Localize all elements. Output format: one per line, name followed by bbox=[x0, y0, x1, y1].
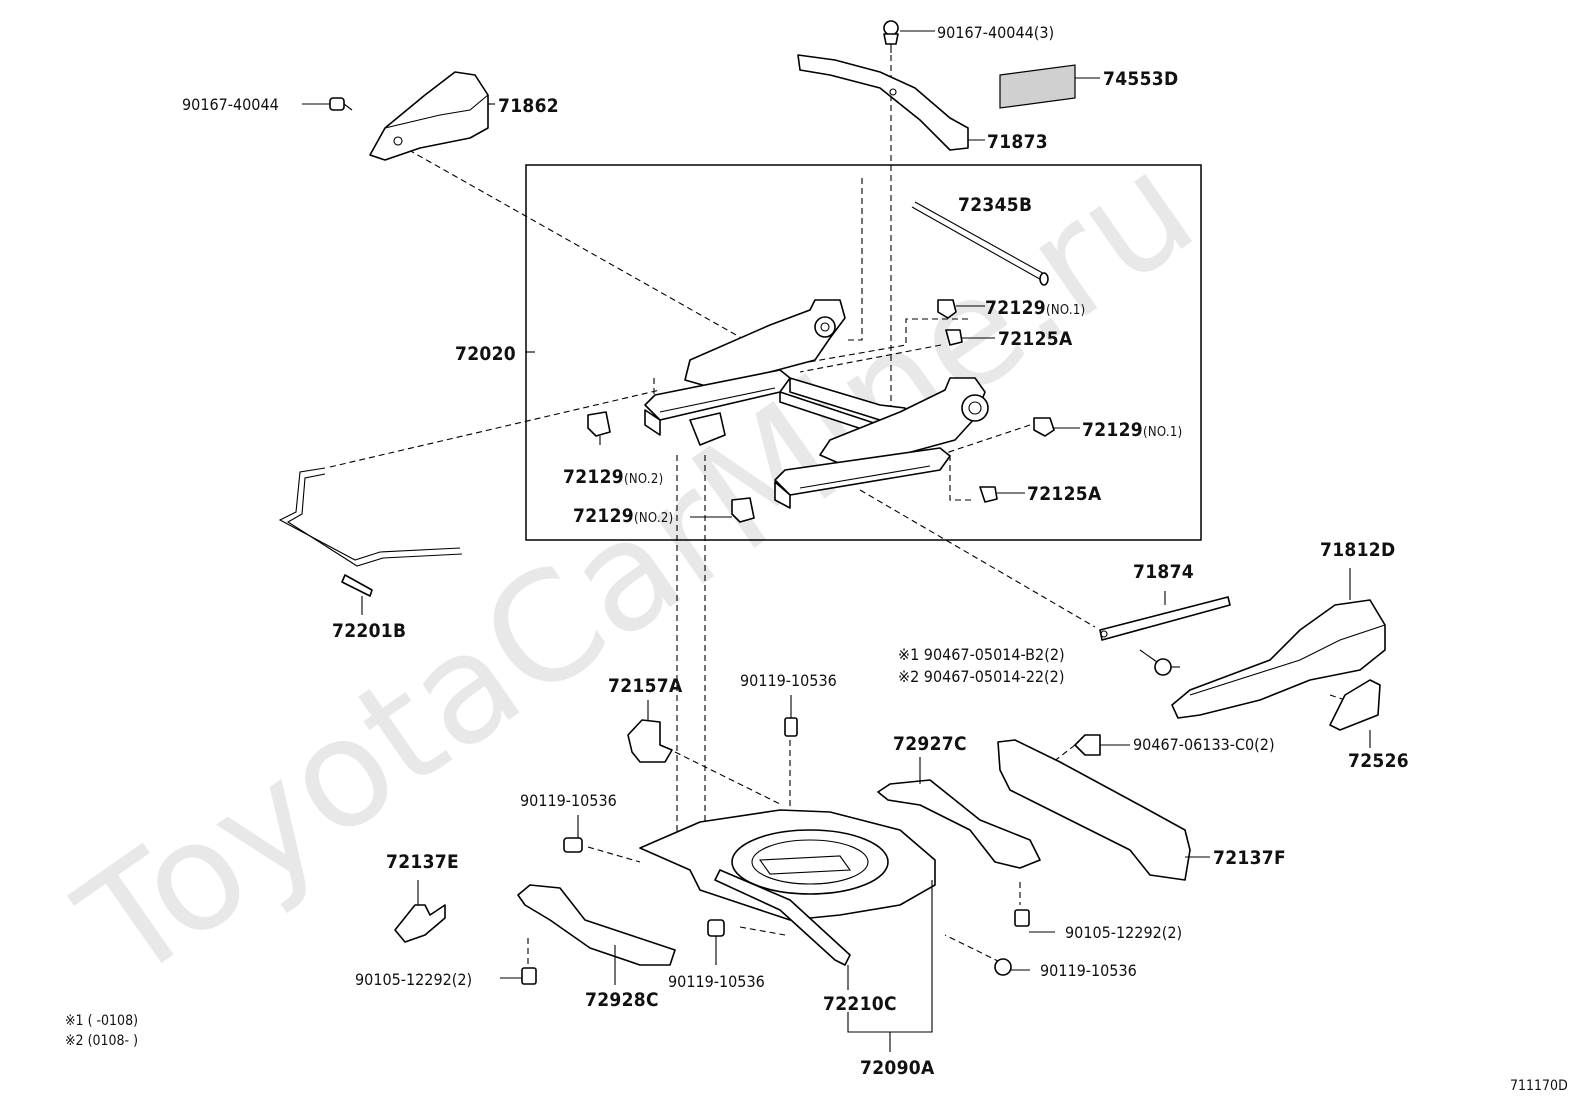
part-74553D-label[interactable] bbox=[999, 64, 1076, 109]
label-72210C[interactable]: 72210C bbox=[823, 993, 897, 1015]
bolt-90105-12292-left[interactable] bbox=[521, 967, 537, 985]
clip-72129-no1-lower[interactable] bbox=[1033, 417, 1055, 437]
part-72526-knob[interactable] bbox=[1329, 679, 1381, 731]
label-90467-05014-22[interactable]: ※2 90467-05014-22(2) bbox=[898, 667, 1064, 686]
part-71862-cover[interactable] bbox=[369, 71, 489, 161]
footnote-2: ※2(0108- ) bbox=[65, 1033, 138, 1049]
bolt-90119-10536-top[interactable] bbox=[784, 717, 798, 737]
label-74553D[interactable]: 74553D bbox=[1103, 68, 1178, 90]
label-72927C[interactable]: 72927C bbox=[893, 733, 967, 755]
bolt-90467-05014[interactable] bbox=[1139, 649, 1172, 676]
label-71873[interactable]: 71873 bbox=[987, 131, 1048, 153]
label-90105-12292-left[interactable]: 90105-12292(2) bbox=[355, 970, 472, 989]
screw-90467-06133[interactable] bbox=[1074, 734, 1101, 756]
label-72129-no2-lower[interactable]: 72129(NO.2) bbox=[573, 505, 673, 527]
part-72020-seat-adjuster[interactable] bbox=[644, 299, 989, 509]
label-90119-10536-lower[interactable]: 90119-10536 bbox=[668, 972, 765, 991]
label-72020[interactable]: 72020 bbox=[455, 343, 516, 365]
part-72928C-bar[interactable] bbox=[517, 884, 676, 966]
label-71862[interactable]: 71862 bbox=[498, 95, 559, 117]
clip-72129-no2-lower[interactable] bbox=[731, 497, 755, 523]
clip-72129-no1-upper[interactable] bbox=[937, 299, 957, 319]
bolt-90119-10536-left[interactable] bbox=[563, 837, 583, 853]
part-72927C-bracket[interactable] bbox=[877, 779, 1041, 869]
part-72137F-bracket[interactable] bbox=[997, 739, 1191, 881]
part-72157A-clip[interactable] bbox=[627, 719, 673, 763]
label-90119-10536-right[interactable]: 90119-10536 bbox=[1040, 961, 1137, 980]
label-72157A[interactable]: 72157A bbox=[608, 675, 683, 697]
part-71874-strap[interactable] bbox=[1099, 596, 1231, 641]
clip-72125A-lower[interactable] bbox=[979, 486, 998, 503]
label-72125A-upper[interactable]: 72125A bbox=[998, 328, 1073, 350]
assembly-lines bbox=[329, 55, 1376, 968]
label-90467-06133-C0[interactable]: 90467-06133-C0(2) bbox=[1133, 735, 1275, 754]
label-72526[interactable]: 72526 bbox=[1348, 750, 1409, 772]
footnote-1: ※1( -0108) bbox=[65, 1013, 138, 1029]
label-72129-no2-upper[interactable]: 72129(NO.2) bbox=[563, 466, 663, 488]
part-72137E-bracket[interactable] bbox=[394, 904, 446, 943]
label-72125A-lower[interactable]: 72125A bbox=[1027, 483, 1102, 505]
part-72345B-rod[interactable] bbox=[911, 201, 1049, 286]
label-90167-40044-3[interactable]: 90167-40044(3) bbox=[937, 23, 1054, 42]
label-71812D[interactable]: 71812D bbox=[1320, 539, 1395, 561]
label-90105-12292-right[interactable]: 90105-12292(2) bbox=[1065, 923, 1182, 942]
label-72201B[interactable]: 72201B bbox=[332, 620, 406, 642]
bolt-90119-10536-right[interactable] bbox=[994, 958, 1012, 976]
clip-72125A-upper[interactable] bbox=[945, 329, 963, 346]
label-71874[interactable]: 71874 bbox=[1133, 561, 1194, 583]
label-72345B[interactable]: 72345B bbox=[958, 194, 1032, 216]
diagram-code: 711170D bbox=[1510, 1078, 1568, 1094]
label-72090A[interactable]: 72090A bbox=[860, 1057, 935, 1079]
label-72137E[interactable]: 72137E bbox=[386, 851, 459, 873]
leader-lines bbox=[302, 30, 1371, 1052]
part-71873-cover[interactable] bbox=[797, 54, 969, 151]
label-72137F[interactable]: 72137F bbox=[1213, 847, 1286, 869]
part-71812D-cover[interactable] bbox=[1171, 599, 1386, 719]
label-90467-05014-B2[interactable]: ※1 90467-05014-B2(2) bbox=[898, 645, 1065, 664]
label-90167-40044[interactable]: 90167-40044 bbox=[182, 95, 279, 114]
label-90119-10536-left[interactable]: 90119-10536 bbox=[520, 791, 617, 810]
bolt-90119-10536-lower[interactable] bbox=[707, 919, 725, 937]
part-72210C-swivel-base[interactable] bbox=[639, 809, 936, 966]
watermark: ToyotaCarMine.ru bbox=[50, 120, 1224, 1015]
clip-72129-no2-upper[interactable] bbox=[587, 411, 611, 437]
part-labels: 71862 90167-40044 90167-40044(3) 74553D … bbox=[182, 23, 1409, 1079]
screw-90167-40044-3[interactable] bbox=[883, 20, 899, 53]
footnotes: ※1( -0108) ※2(0108- ) bbox=[65, 1013, 138, 1049]
part-72201B-handle[interactable] bbox=[278, 467, 463, 597]
screw-90167-40044[interactable] bbox=[329, 97, 353, 111]
bolt-90105-12292-right[interactable] bbox=[1014, 909, 1030, 927]
label-72129-no1-upper[interactable]: 72129(NO.1) bbox=[985, 297, 1085, 319]
label-72928C[interactable]: 72928C bbox=[585, 989, 659, 1011]
label-90119-10536-top[interactable]: 90119-10536 bbox=[740, 671, 837, 690]
label-72129-no1-lower[interactable]: 72129(NO.1) bbox=[1082, 419, 1182, 441]
